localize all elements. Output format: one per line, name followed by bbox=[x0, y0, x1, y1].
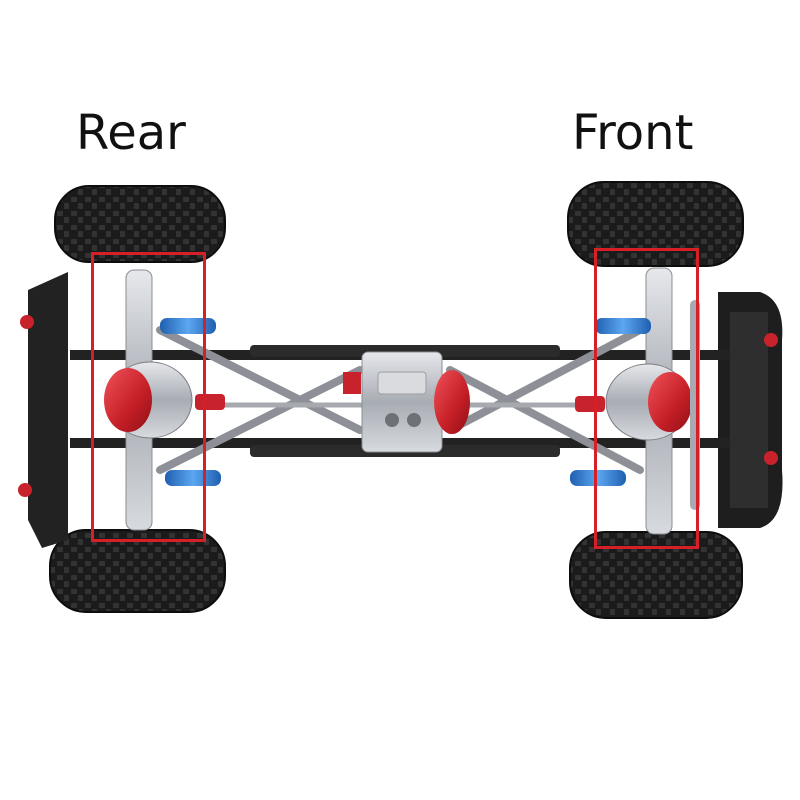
front-label: Front bbox=[572, 105, 694, 161]
rear-shocks bbox=[160, 318, 221, 486]
tire-rear-bottom bbox=[49, 529, 226, 613]
tire-rear-top bbox=[54, 185, 226, 263]
tire-front-top bbox=[567, 181, 744, 267]
rear-label: Rear bbox=[76, 105, 186, 161]
rear-axle-highlight bbox=[91, 252, 206, 542]
front-axle-highlight bbox=[594, 248, 699, 549]
rear-axle bbox=[104, 269, 225, 531]
front-shocks bbox=[570, 318, 651, 486]
transfer-case bbox=[343, 351, 470, 453]
rear-bumper bbox=[18, 272, 68, 548]
front-bumper bbox=[718, 292, 783, 528]
